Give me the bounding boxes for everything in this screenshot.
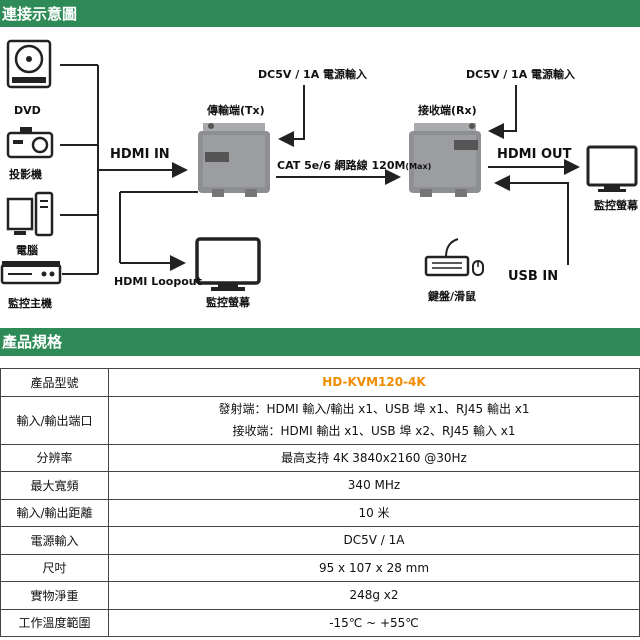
table-row: 輸入/輸出端口 發射端：HDMI 輸入/輸出 x1、USB 埠 x1、RJ45 … — [0, 395, 640, 445]
spec-value: 95 x 107 x 28 mm — [108, 553, 640, 582]
table-row: 工作溫度範圍 -15℃ ~ +55℃ — [0, 608, 640, 637]
cable-label-max: (Max) — [405, 162, 432, 171]
table-row: 輸入/輸出距離 10 米 — [0, 498, 640, 527]
rx-device — [409, 123, 481, 197]
table-row: 實物淨重 248g x2 — [0, 581, 640, 610]
computer-icon — [6, 191, 54, 237]
spec-value: DC5V / 1A — [108, 526, 640, 555]
cable-label: CAT 5e/6 網路線 120M(Max) — [277, 157, 431, 173]
monitor-loop-icon — [195, 237, 261, 291]
spec-value-model: HD-KVM120-4K — [108, 368, 640, 397]
source-label-computer: 電腦 — [16, 244, 38, 257]
spec-key: 輸入/輸出端口 — [0, 395, 109, 445]
spec-value: 248g x2 — [108, 581, 640, 610]
spec-value: -15℃ ~ +55℃ — [108, 608, 640, 637]
spec-value: 最高支持 4K 3840x2160 @30Hz — [108, 443, 640, 472]
spec-key: 工作溫度範圍 — [0, 608, 109, 637]
source-bus-lines — [60, 64, 188, 275]
table-row: 電源輸入 DC5V / 1A — [0, 526, 640, 555]
monitor-out-label: 監控螢幕 — [594, 199, 638, 212]
monitor-loop-label: 監控螢幕 — [206, 296, 250, 309]
dvr-icon — [0, 261, 62, 285]
hdmi-loopout-label: HDMI Loopout — [114, 275, 202, 288]
usb-in-arrow — [494, 175, 569, 265]
table-row: 尺吋 95 x 107 x 28 mm — [0, 553, 640, 582]
spec-value: 340 MHz — [108, 471, 640, 500]
dvd-icon — [6, 39, 52, 89]
diagram-graphics — [0, 39, 638, 291]
source-label-dvd: DVD — [14, 104, 41, 117]
table-row: 最大寬頻 340 MHz — [0, 471, 640, 500]
table-row: 產品型號 HD-KVM120-4K — [0, 368, 640, 397]
power-tx-label: DC5V / 1A 電源輸入 — [258, 68, 368, 81]
hdmi-out-label: HDMI OUT — [497, 147, 572, 162]
power-arrows — [278, 85, 517, 147]
spec-key: 輸入/輸出距離 — [0, 498, 109, 527]
cable-label-main: CAT 5e/6 網路線 120M — [277, 159, 406, 172]
ports-line-tx: 發射端：HDMI 輸入/輸出 x1、USB 埠 x1、RJ45 輸出 x1 — [218, 402, 530, 416]
spec-key: 最大寬頻 — [0, 471, 109, 500]
connection-diagram: DVD 投影機 電腦 監控主機 HDMI IN HDMI Loopout 監控螢… — [0, 27, 640, 328]
table-row: 分辨率 最高支持 4K 3840x2160 @30Hz — [0, 443, 640, 472]
projector-icon — [6, 127, 54, 159]
monitor-out-icon — [586, 145, 638, 192]
spec-key: 分辨率 — [0, 443, 109, 472]
spec-key: 尺吋 — [0, 553, 109, 582]
keyboard-mouse-label: 鍵盤/滑鼠 — [428, 290, 477, 303]
tx-label: 傳輸端(Tx) — [207, 104, 265, 117]
spec-key: 產品型號 — [0, 368, 109, 397]
spec-value-ports: 發射端：HDMI 輸入/輸出 x1、USB 埠 x1、RJ45 輸出 x1 接收… — [108, 395, 640, 445]
spec-table: 產品型號 HD-KVM120-4K 輸入/輸出端口 發射端：HDMI 輸入/輸出… — [0, 368, 640, 637]
spec-key: 電源輸入 — [0, 526, 109, 555]
source-label-dvr: 監控主機 — [8, 297, 52, 310]
spec-section-title: 產品規格 — [0, 328, 640, 356]
loopout-line — [119, 191, 198, 271]
power-rx-label: DC5V / 1A 電源輸入 — [466, 68, 576, 81]
ports-line-rx: 接收端：HDMI 輸出 x1、USB 埠 x2、RJ45 輸入 x1 — [232, 424, 516, 438]
source-label-projector: 投影機 — [9, 168, 42, 181]
tx-device — [198, 123, 270, 197]
diagram-section-title: 連接示意圖 — [0, 0, 640, 27]
hdmi-in-label: HDMI IN — [110, 147, 170, 162]
rx-label: 接收端(Rx) — [418, 104, 477, 117]
keyboard-mouse-icon — [424, 238, 484, 277]
spec-key: 實物淨重 — [0, 581, 109, 610]
spec-value: 10 米 — [108, 498, 640, 527]
usb-in-label: USB IN — [508, 269, 559, 284]
